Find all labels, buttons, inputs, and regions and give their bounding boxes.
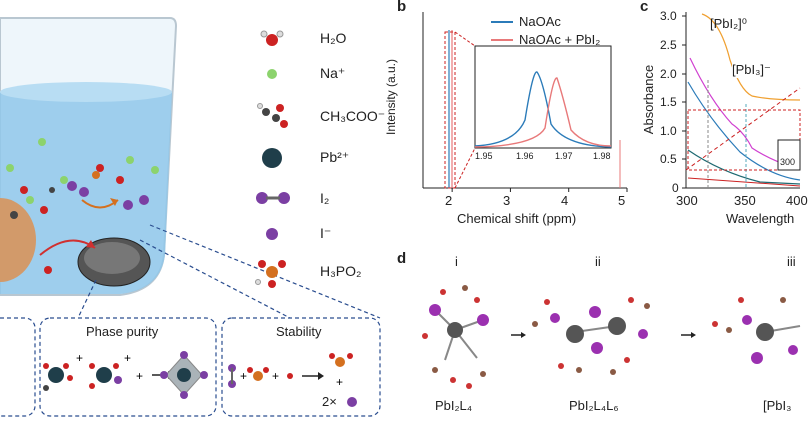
iodine-icon [256, 192, 290, 204]
nmr-inset [474, 45, 612, 149]
annotation-pbi3: [PbI₃]⁻ [732, 62, 771, 78]
absorbance-chart [682, 12, 801, 189]
abs-curve-orange [701, 13, 801, 101]
legend-naoac-pbi2: NaOAc + PbI₂ [519, 32, 601, 47]
stability-title: Stability [276, 324, 322, 339]
iodide-icon [266, 228, 278, 240]
legend-acetate-label: CH₃COO⁻ [320, 108, 386, 124]
sodium-icon [267, 69, 277, 79]
box-left [0, 317, 36, 417]
legend-iodine-label: I₂ [320, 190, 330, 206]
svg-text:+: + [76, 351, 83, 365]
abs-curve-red [687, 177, 801, 187]
svg-text:+: + [336, 375, 343, 389]
phase-purity-title: Phase purity [86, 324, 159, 339]
svg-text:+: + [136, 369, 143, 383]
structure-ii [532, 297, 650, 375]
panel-c-letter: c [640, 0, 649, 15]
legend-h3po2-label: H₃PO₂ [320, 263, 362, 279]
inset-tick-2: 1.96 [516, 151, 534, 161]
legend-water-label: H₂O [320, 30, 347, 46]
panel-d-letter: d [397, 250, 407, 267]
inset-tick-1: 1.95 [475, 151, 493, 161]
box-stability [221, 317, 381, 417]
panel-a: + + + + + + Phase purity Stability 2× [0, 0, 395, 419]
molecules [6, 138, 159, 274]
y-tick-3.0: 3.0 [660, 9, 677, 23]
inset-tick-3: 1.97 [555, 151, 573, 161]
hypophosphorous-icon [255, 260, 286, 288]
nmr-x-label: Chemical shift (ppm) [457, 211, 577, 226]
inset-tick-4: 1.98 [593, 151, 611, 161]
y-tick-1.0: 1.0 [660, 124, 677, 138]
y-tick-1.5: 1.5 [660, 95, 677, 109]
abs-curve-magenta [689, 57, 801, 171]
nmr-y-label: Intensity (a.u.) [384, 58, 399, 136]
molecular-structures [422, 285, 801, 389]
y-tick-0: 0 [672, 181, 679, 195]
legend-iodide-label: I⁻ [320, 225, 332, 241]
structure-i-label: PbI₂L₄ [435, 398, 473, 413]
svg-text:+: + [240, 369, 247, 383]
annotation-pbi2: [PbI₂]⁰ [710, 16, 747, 31]
x-tick-2: 2 [445, 193, 453, 208]
legend-icons [255, 30, 290, 288]
phase-purity-plus-signs: + + + [76, 351, 143, 383]
structure-iii-numeral: iii [787, 254, 796, 269]
legend-lead-label: Pb²⁺ [320, 149, 350, 165]
inset-tick-300: 300 [780, 157, 796, 167]
y-tick-0.5: 0.5 [660, 152, 677, 166]
legend-naoac: NaOAc [519, 14, 561, 29]
structure-ii-numeral: ii [595, 254, 601, 269]
x-tick-350: 350 [734, 193, 756, 208]
panel-c: c 3.0 2.5 2.0 1.5 1.0 0.5 0 300 350 400 … [640, 0, 808, 240]
structure-iii-label: [PbI₃ [763, 398, 792, 413]
water-icon [260, 30, 284, 46]
box-phase-purity [39, 317, 217, 417]
nmr-chart [422, 12, 628, 192]
panel-a-illustration: + + + + + + [0, 17, 381, 417]
x-tick-3: 3 [503, 193, 511, 208]
panel-d: d i ii iii [395, 240, 801, 419]
acetate-icon [257, 103, 288, 128]
panel-b: b NaOAc NaOAc + PbI₂ 1.95 1.96 1.97 1.98… [384, 0, 635, 240]
x-tick-400: 400 [786, 193, 808, 208]
abs-curve-teal [687, 149, 801, 185]
structure-ii-label: PbI₂L₄L₆ [569, 398, 619, 413]
x-tick-300: 300 [676, 193, 698, 208]
x-tick-4: 4 [561, 193, 569, 208]
abs-y-ticks [682, 15, 686, 189]
y-tick-2.0: 2.0 [660, 67, 677, 81]
x-tick-5: 5 [618, 193, 626, 208]
nmr-inset-naoac [474, 71, 612, 148]
abs-y-label: Absorbance [641, 64, 657, 135]
nmr-x-ticks [451, 188, 628, 192]
water-surface [0, 82, 172, 102]
panel-b-letter: b [397, 0, 407, 15]
structure-i-numeral: i [455, 254, 458, 269]
phase-purity-scheme [43, 351, 208, 399]
structure-i [422, 285, 489, 389]
multiplier-label: 2× [322, 394, 337, 409]
stability-scheme: + + + [228, 353, 357, 407]
pbi2-source [0, 198, 36, 282]
lead-icon [262, 148, 282, 168]
svg-text:+: + [272, 369, 279, 383]
nmr-inset-naoac-pbi2 [474, 77, 612, 148]
y-tick-2.5: 2.5 [660, 38, 677, 52]
species-legend: H₂O Na⁺ CH₃COO⁻ Pb²⁺ I₂ I⁻ H₃PO₂ [250, 20, 390, 300]
abs-x-label: Wavelength [726, 211, 795, 226]
svg-text:+: + [124, 351, 131, 365]
structure-iii [712, 297, 801, 364]
legend-sodium-label: Na⁺ [320, 65, 346, 81]
abs-curve-blue [687, 81, 801, 181]
